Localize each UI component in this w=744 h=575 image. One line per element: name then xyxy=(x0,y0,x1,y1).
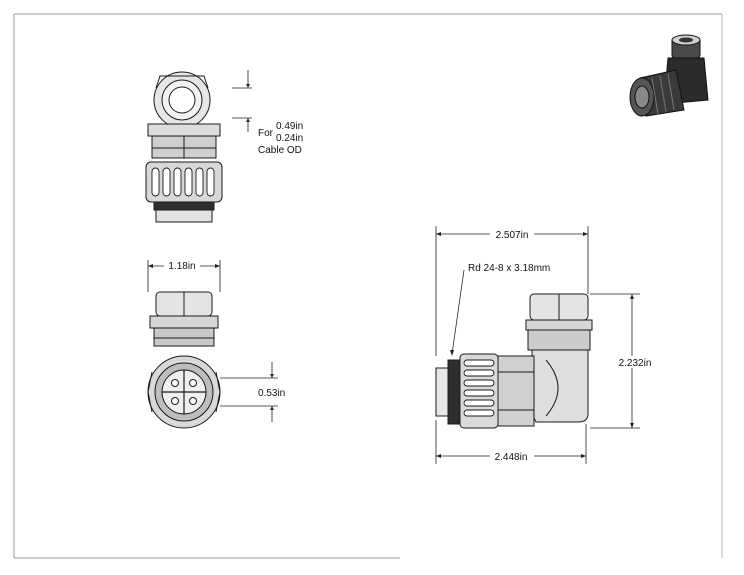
overall-length-bottom-label: 2.448in xyxy=(495,452,528,463)
side-height-dimension: 2.232in xyxy=(590,293,658,429)
height-label: 2.232in xyxy=(619,358,652,369)
cable-od-label: For 0.49in 0.24in Cable OD xyxy=(258,121,303,156)
cable-od-max: 0.49in xyxy=(276,121,303,132)
overall-length-top-label: 2.507in xyxy=(496,230,529,241)
front-offset-label: 0.53in xyxy=(258,388,285,399)
cable-label-for: For xyxy=(258,128,274,139)
thread-callout-label: Rd 24-8 x 3.18mm xyxy=(468,263,550,274)
front-width-label: 1.18in xyxy=(168,261,195,272)
front-width-dimension: 1.18in xyxy=(147,259,221,292)
isometric-view xyxy=(629,34,709,117)
top-view xyxy=(145,70,252,223)
cable-label-od: Cable OD xyxy=(258,145,302,156)
cable-od-min: 0.24in xyxy=(276,133,303,144)
side-bottom-length-dimension: 2.448in xyxy=(435,420,587,464)
thread-callout: Rd 24-8 x 3.18mm xyxy=(450,263,550,356)
side-top-length-dimension: 2.507in xyxy=(435,226,589,356)
front-view xyxy=(147,291,221,429)
front-offset-dimension: 0.53in xyxy=(220,362,285,422)
sheet-border xyxy=(13,13,723,559)
side-view xyxy=(435,293,593,429)
